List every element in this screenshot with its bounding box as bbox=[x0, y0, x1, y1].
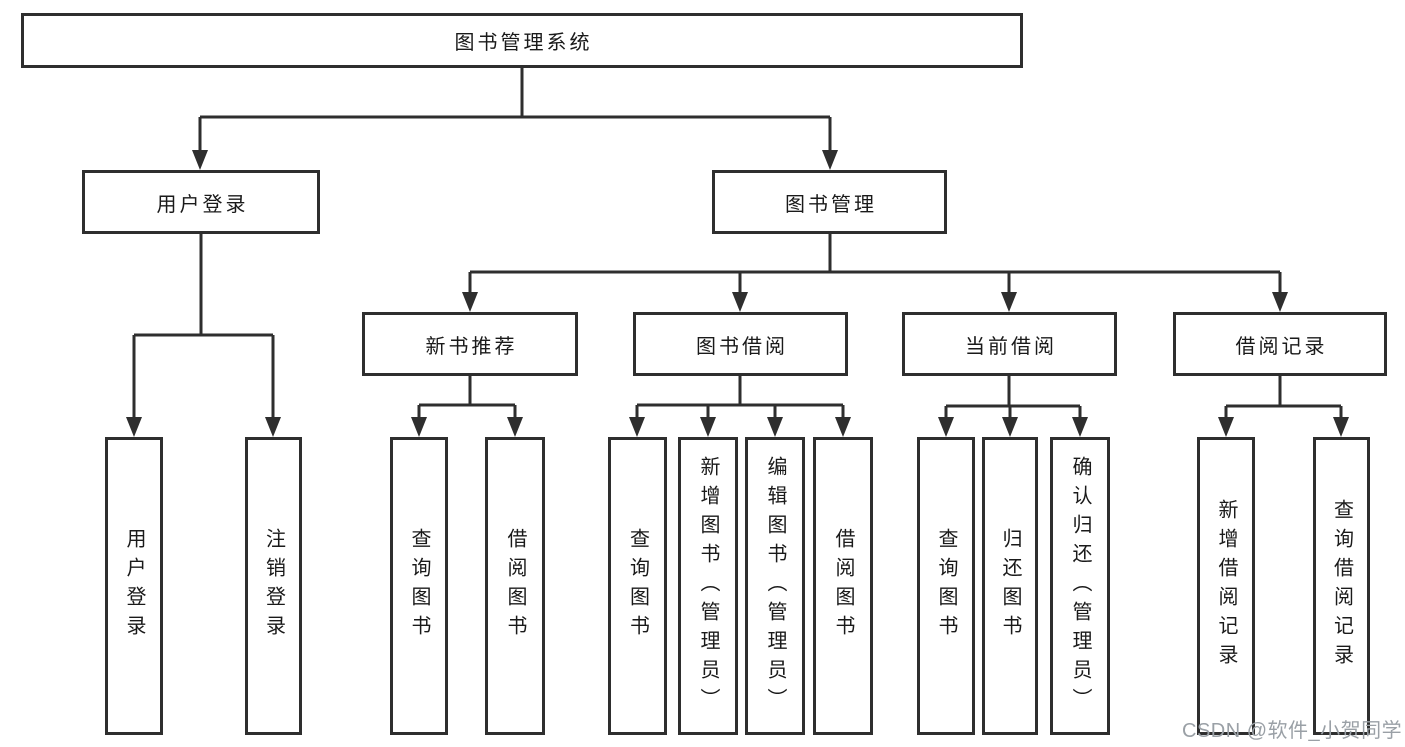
leaf-recommend-query-books: 查询图书 bbox=[390, 437, 448, 735]
leaf-logout: 注销登录 bbox=[245, 437, 302, 735]
leaf-query-borrow-record: 查询借阅记录 bbox=[1313, 437, 1370, 735]
node-user-login-label: 用户登录 bbox=[156, 193, 249, 216]
node-new-book-recommend-label: 新书推荐 bbox=[425, 335, 518, 358]
leaf-logout-label: 注销登录 bbox=[262, 528, 285, 644]
leaf-edit-books-admin: 编辑图书（管理员） bbox=[745, 437, 805, 735]
leaf-edit-books-admin-label: 编辑图书（管理员） bbox=[764, 455, 786, 717]
leaf-add-borrow-record-label: 新增借阅记录 bbox=[1215, 499, 1237, 673]
node-borrow-records-label: 借阅记录 bbox=[1235, 335, 1328, 358]
edge-current-borrow-to-leaves bbox=[938, 376, 1088, 437]
edge-book-management-to-level3 bbox=[462, 234, 1288, 312]
csdn-watermark: CSDN @软件_小贺同学 bbox=[1182, 720, 1403, 742]
leaf-user-login-label: 用户登录 bbox=[123, 528, 145, 644]
node-current-borrow-label: 当前借阅 bbox=[965, 335, 1057, 358]
leaf-return-books-label: 归还图书 bbox=[999, 528, 1021, 644]
edge-new-book-recommend-to-leaves bbox=[411, 376, 523, 437]
node-user-login: 用户登录 bbox=[82, 170, 320, 234]
node-root-library-management-system: 图书管理系统 bbox=[21, 13, 1023, 68]
leaf-return-books: 归还图书 bbox=[982, 437, 1038, 735]
leaf-recommend-borrow-books-label: 借阅图书 bbox=[504, 528, 526, 644]
node-book-borrow-label: 图书借阅 bbox=[696, 335, 788, 358]
node-root-label: 图书管理系统 bbox=[454, 32, 593, 54]
leaf-confirm-return-admin-label: 确认归还（管理员） bbox=[1069, 455, 1091, 717]
node-book-borrow: 图书借阅 bbox=[633, 312, 848, 376]
leaf-borrow-books-label: 借阅图书 bbox=[832, 528, 854, 644]
node-borrow-records: 借阅记录 bbox=[1173, 312, 1387, 376]
leaf-recommend-borrow-books: 借阅图书 bbox=[485, 437, 545, 735]
node-new-book-recommend: 新书推荐 bbox=[362, 312, 578, 376]
leaf-add-borrow-record: 新增借阅记录 bbox=[1197, 437, 1255, 735]
leaf-user-login: 用户登录 bbox=[105, 437, 163, 735]
leaf-current-query-books-label: 查询图书 bbox=[935, 528, 957, 644]
node-current-borrow: 当前借阅 bbox=[902, 312, 1117, 376]
node-book-management: 图书管理 bbox=[712, 170, 947, 234]
leaf-add-books-admin-label: 新增图书（管理员） bbox=[697, 455, 719, 717]
leaf-borrow-query-books: 查询图书 bbox=[608, 437, 667, 735]
leaf-query-borrow-record-label: 查询借阅记录 bbox=[1330, 499, 1353, 673]
leaf-recommend-query-books-label: 查询图书 bbox=[408, 528, 430, 644]
edge-root-to-level2 bbox=[192, 68, 838, 170]
leaf-add-books-admin: 新增图书（管理员） bbox=[678, 437, 738, 735]
edge-borrow-records-to-leaves bbox=[1218, 376, 1349, 437]
edge-book-borrow-to-leaves bbox=[629, 376, 851, 437]
leaf-confirm-return-admin: 确认归还（管理员） bbox=[1050, 437, 1110, 735]
leaf-borrow-books: 借阅图书 bbox=[813, 437, 873, 735]
edge-user-login-to-leaves bbox=[126, 233, 281, 437]
node-book-management-label: 图书管理 bbox=[785, 193, 877, 216]
leaf-borrow-query-books-label: 查询图书 bbox=[626, 528, 649, 644]
leaf-current-query-books: 查询图书 bbox=[917, 437, 975, 735]
